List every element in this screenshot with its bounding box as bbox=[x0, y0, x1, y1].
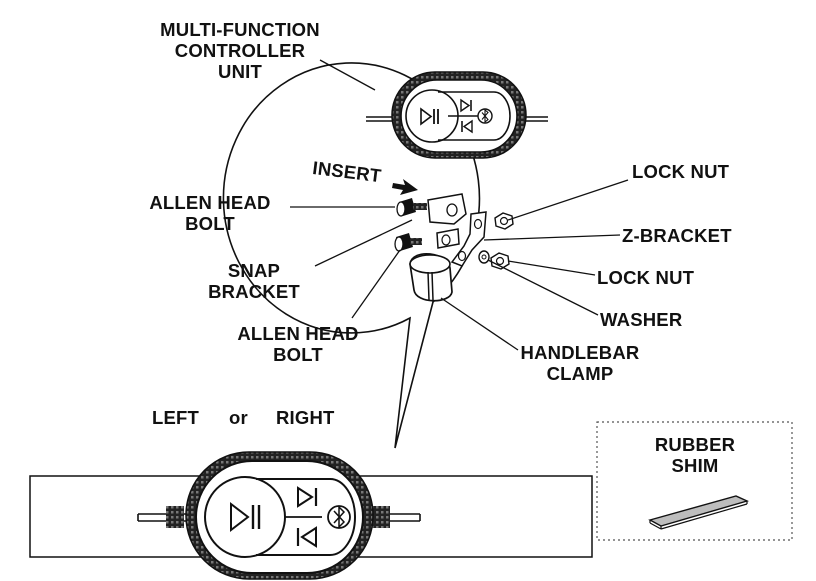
label-lock-nut-top: LOCK NUT bbox=[632, 161, 730, 182]
bluetooth-icon bbox=[477, 108, 493, 124]
controller-unit-large bbox=[137, 451, 421, 580]
play-pause-icon bbox=[230, 501, 261, 533]
z-bracket bbox=[450, 211, 487, 267]
label-handlebar-clamp: HANDLEBAR CLAMP bbox=[505, 342, 655, 384]
label-allen-bolt-bottom-line1: ALLEN HEAD bbox=[237, 323, 359, 344]
hardware-parts bbox=[394, 193, 514, 302]
label-allen-bolt-top-line1: ALLEN HEAD bbox=[149, 192, 271, 213]
handlebar-clamp bbox=[409, 252, 453, 302]
label-handlebar-clamp-line2: CLAMP bbox=[546, 363, 614, 384]
next-track-icon bbox=[460, 98, 472, 113]
label-controller-line3: UNIT bbox=[218, 61, 262, 82]
rubber-shim-box bbox=[596, 421, 793, 541]
rubber-shim bbox=[648, 495, 750, 527]
label-controller-line2: CONTROLLER bbox=[174, 40, 306, 61]
snap-bracket bbox=[427, 193, 467, 249]
label-allen-bolt-bottom-line2: BOLT bbox=[273, 344, 323, 365]
label-washer: WASHER bbox=[600, 309, 683, 330]
allen-bolt-top bbox=[396, 198, 427, 217]
label-or: or bbox=[229, 407, 248, 428]
label-handlebar-clamp-line1: HANDLEBAR bbox=[520, 342, 640, 363]
previous-track-icon bbox=[461, 119, 473, 134]
label-right: RIGHT bbox=[276, 407, 335, 428]
play-pause-icon bbox=[420, 107, 439, 126]
insert-arrow bbox=[392, 179, 418, 195]
label-snap-bracket: SNAP BRACKET bbox=[190, 260, 318, 302]
label-controller-unit: MULTI-FUNCTION CONTROLLER UNIT bbox=[140, 19, 340, 82]
label-snap-bracket-line1: SNAP bbox=[227, 260, 281, 281]
next-track-icon bbox=[297, 486, 318, 508]
label-allen-bolt-top-line2: BOLT bbox=[185, 213, 235, 234]
lock-nut-top bbox=[494, 212, 514, 230]
label-rubber-shim-line1: RUBBER bbox=[654, 434, 736, 455]
bluetooth-icon bbox=[327, 505, 351, 529]
label-controller-line1: MULTI-FUNCTION bbox=[160, 19, 320, 40]
previous-track-icon bbox=[296, 526, 317, 548]
label-allen-bolt-top: ALLEN HEAD BOLT bbox=[130, 192, 290, 234]
controller-unit-small bbox=[366, 71, 548, 159]
lock-nut-bottom bbox=[490, 252, 510, 270]
label-rubber-shim: RUBBER SHIM bbox=[630, 434, 760, 476]
label-z-bracket: Z-BRACKET bbox=[622, 225, 732, 246]
label-left: LEFT bbox=[152, 407, 200, 428]
detail-callout-circle bbox=[222, 62, 481, 449]
label-lock-nut-bottom: LOCK NUT bbox=[597, 267, 695, 288]
label-snap-bracket-line2: BRACKET bbox=[208, 281, 300, 302]
washer bbox=[478, 250, 490, 264]
label-allen-bolt-bottom: ALLEN HEAD BOLT bbox=[218, 323, 378, 365]
allen-bolt-bottom bbox=[394, 233, 422, 252]
label-rubber-shim-line2: SHIM bbox=[671, 455, 719, 476]
leader-lines bbox=[290, 59, 629, 351]
